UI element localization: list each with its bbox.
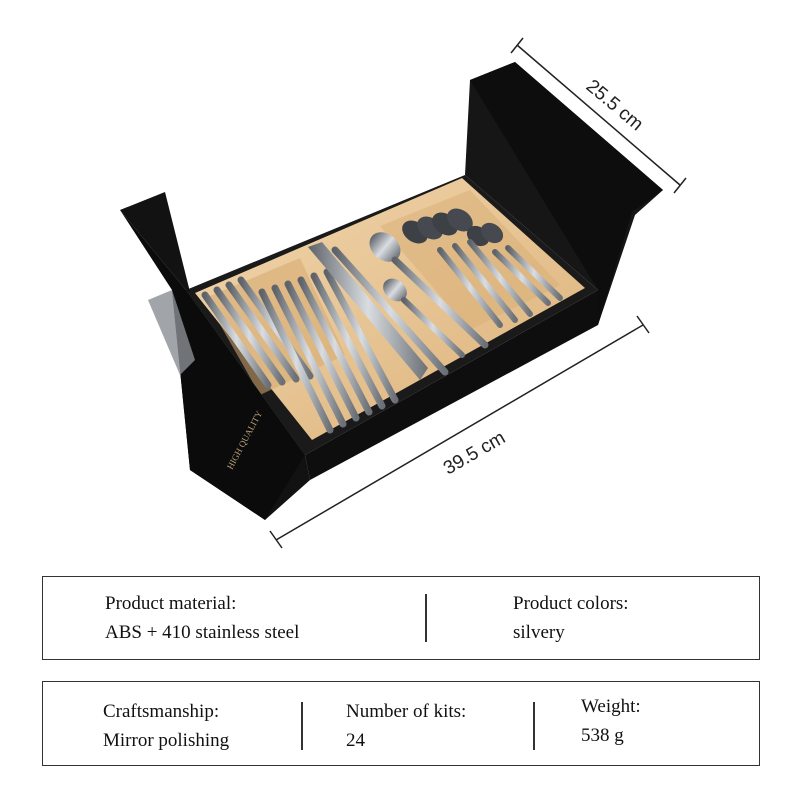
- fork: [310, 272, 386, 410]
- spec-box-details: Craftsmanship: Mirror polishing Number o…: [42, 681, 760, 766]
- length-dimension-line: [275, 324, 644, 541]
- width-dimension-label: 25.5 cm: [582, 76, 647, 136]
- display-fork: [331, 246, 449, 376]
- spoon-set: [402, 208, 563, 328]
- knife: [201, 291, 272, 389]
- spec-number-of-kits: Number of kits: 24: [346, 697, 466, 755]
- width-dimension-line: [516, 44, 681, 186]
- spec-craftsmanship: Craftsmanship: Mirror polishing: [103, 697, 229, 755]
- spoon-handle: [467, 239, 533, 317]
- spoon-handle: [505, 245, 563, 301]
- length-dimension-label: 39.5 cm: [440, 427, 509, 479]
- spoon-handle: [437, 247, 503, 328]
- width-dimension-tick: [510, 37, 524, 54]
- spec-weight: Weight: 538 g: [581, 692, 641, 750]
- spec-divider: [533, 702, 535, 750]
- spec-value: silvery: [513, 622, 565, 643]
- box-right-panel: [470, 62, 663, 325]
- display-spoon-handle: [391, 256, 489, 349]
- spec-box-material-colors: Product material: ABS + 410 stainless st…: [42, 576, 760, 660]
- length-dimension-tick: [269, 530, 283, 549]
- display-teaspoon-bowl: [383, 278, 407, 302]
- knife: [225, 281, 300, 383]
- box-front-wall: [305, 290, 598, 480]
- spoon: [447, 208, 473, 232]
- spoon-handle: [452, 243, 518, 323]
- product-illustration: HIGH QUALITY 25.5 cm 39.5 cm: [120, 37, 687, 549]
- spec-product-material: Product material: ABS + 410 stainless st…: [105, 589, 299, 647]
- spoon: [480, 222, 504, 244]
- spec-label: Product colors:: [513, 593, 629, 614]
- spec-value: Mirror polishing: [103, 730, 230, 751]
- fork: [284, 280, 360, 422]
- spec-label: Craftsmanship:: [103, 701, 220, 722]
- spec-label: Weight:: [581, 696, 641, 717]
- spec-label: Product material:: [105, 593, 237, 614]
- fork: [297, 276, 373, 416]
- box-emblem: [148, 290, 195, 375]
- box-left-panel: [120, 210, 305, 520]
- knife: [213, 286, 286, 386]
- display-teaspoon-handle: [401, 297, 465, 358]
- width-dimension-tick: [673, 177, 687, 194]
- fork: [258, 288, 334, 434]
- spec-divider: [301, 702, 303, 750]
- display-knife: [308, 242, 428, 380]
- fork: [271, 284, 347, 428]
- spec-value: 24: [346, 730, 365, 751]
- spec-label: Number of kits:: [346, 701, 467, 722]
- spoon-handle: [492, 249, 551, 306]
- spec-value: 538 g: [581, 725, 624, 746]
- fork: [323, 268, 399, 404]
- display-spoon-bowl: [369, 232, 401, 262]
- spec-divider: [425, 594, 427, 642]
- display-set: [308, 232, 489, 380]
- spec-product-colors: Product colors: silvery: [513, 589, 629, 647]
- length-dimension-tick: [636, 315, 650, 334]
- spec-value: ABS + 410 stainless steel: [105, 622, 300, 643]
- fork-set: [258, 268, 399, 434]
